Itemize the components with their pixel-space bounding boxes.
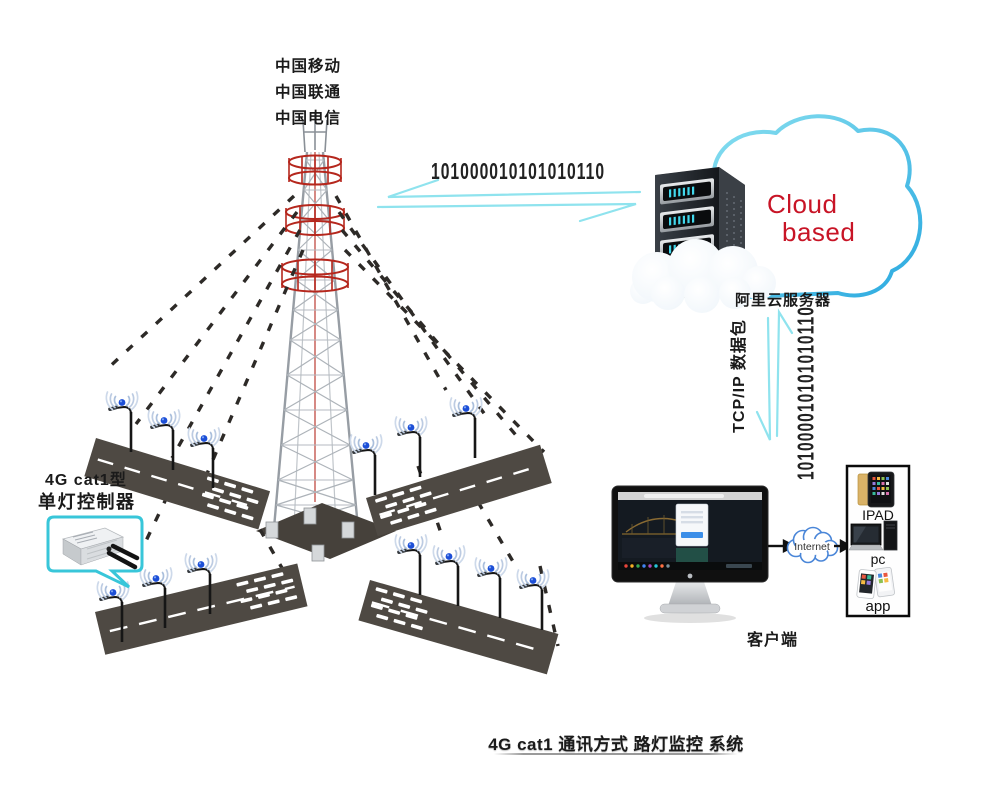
footer-title: 4G cat1 通讯方式 路灯监控 系统 <box>488 735 744 754</box>
tower-footings <box>265 507 355 562</box>
carrier-china-mobile: 中国移动 <box>275 58 342 75</box>
pc-icon <box>848 520 898 551</box>
ipad-icon <box>857 471 895 508</box>
client-devices-box <box>845 464 911 618</box>
tower-base-platform <box>256 503 396 559</box>
client-monitor <box>611 485 769 623</box>
footer-underline <box>494 753 738 755</box>
downlink-arrows <box>755 308 794 441</box>
cloud-title-line1: Cloud <box>767 189 838 219</box>
puffy-clouds <box>630 239 776 313</box>
antenna-ring-top <box>288 154 342 186</box>
device-label-ipad: IPAD <box>862 507 894 523</box>
cloud-based-title: Cloud based <box>767 190 855 246</box>
tcpip-packet-label: TCP/IP 数据包 <box>731 319 748 433</box>
controller-name-label: 单灯控制器 <box>38 492 136 512</box>
road-northwest <box>84 438 271 530</box>
aliyun-server-caption: 阿里云服务器 <box>735 292 832 309</box>
device-label-pc: pc <box>870 551 886 567</box>
app-icon <box>856 566 895 600</box>
controller-callout <box>46 515 144 589</box>
road-northeast <box>366 444 552 537</box>
road-southeast <box>358 580 559 675</box>
road-southwest <box>94 563 308 655</box>
device-label-app: app <box>865 598 891 615</box>
cloud-title-line2: based <box>782 217 856 247</box>
internet-label: Internet <box>794 541 830 553</box>
antenna-ring-mid <box>285 204 345 236</box>
cell-tower <box>256 112 396 562</box>
controller-type-label: 4G cat1型 <box>45 472 127 489</box>
cloud-server-icon <box>630 167 776 313</box>
carrier-china-telecom: 中国电信 <box>275 110 342 127</box>
uplink-arrows <box>376 178 642 223</box>
carrier-china-unicom: 中国联通 <box>275 84 342 101</box>
carrier-list: 中国移动 中国联通 中国电信 <box>275 54 341 132</box>
uplink-binary-text: 101000010101010110 <box>431 158 606 184</box>
internet-cloud <box>786 526 839 564</box>
controller-device-icon <box>61 527 140 570</box>
downlink-binary-text: 101000010101010110 <box>792 306 819 481</box>
antenna-ring-low <box>281 258 349 293</box>
arrow-internet-devices <box>834 538 853 554</box>
client-caption: 客户端 <box>747 632 799 649</box>
